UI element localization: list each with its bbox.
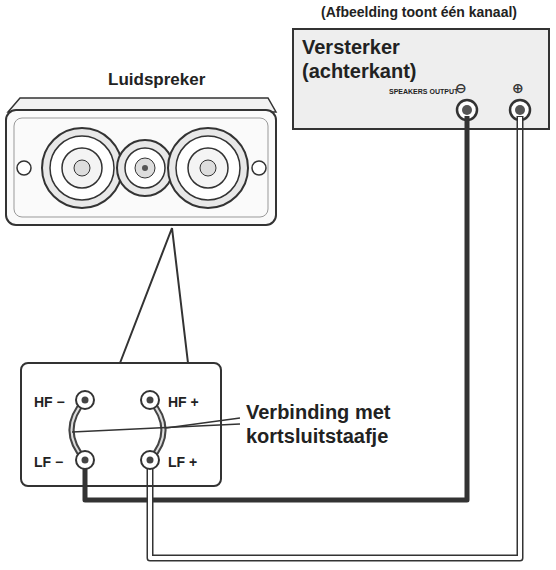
terminal-label: LF − [34, 454, 63, 470]
wire-outer [150, 130, 520, 558]
amplifier-terminals [457, 100, 530, 130]
figure-title: (Afbeelding toont één kanaal) [288, 4, 550, 20]
device-title: Versterker (achterkant) [302, 35, 472, 83]
terminal-label: HF − [34, 394, 65, 410]
output-label: SPEAKERS OUTPUT [389, 88, 458, 96]
part-name: Luidspreker [108, 70, 205, 90]
callout-label: Verbinding met kortsluitstaafje [246, 400, 456, 448]
terminal-panel: HF − HF + LF − LF + [20, 362, 222, 487]
speaker-wire [85, 130, 467, 500]
speaker-illustration [6, 98, 276, 225]
polarity-symbol: ⊕ [512, 80, 524, 96]
terminal-label: HF + [168, 394, 199, 410]
speaker-wire [150, 130, 520, 558]
leader-lines [72, 418, 240, 432]
panel-wires [85, 466, 150, 487]
wire-inner [150, 130, 520, 558]
wire-outer [85, 130, 467, 500]
amplifier-panel [292, 28, 550, 130]
amplifier-box: Versterker (achterkant) SPEAKERS OUTPUT [292, 28, 550, 130]
polarity-symbol: ⊖ [455, 80, 467, 96]
callout-tail [120, 228, 188, 363]
terminal-label: LF + [168, 454, 197, 470]
